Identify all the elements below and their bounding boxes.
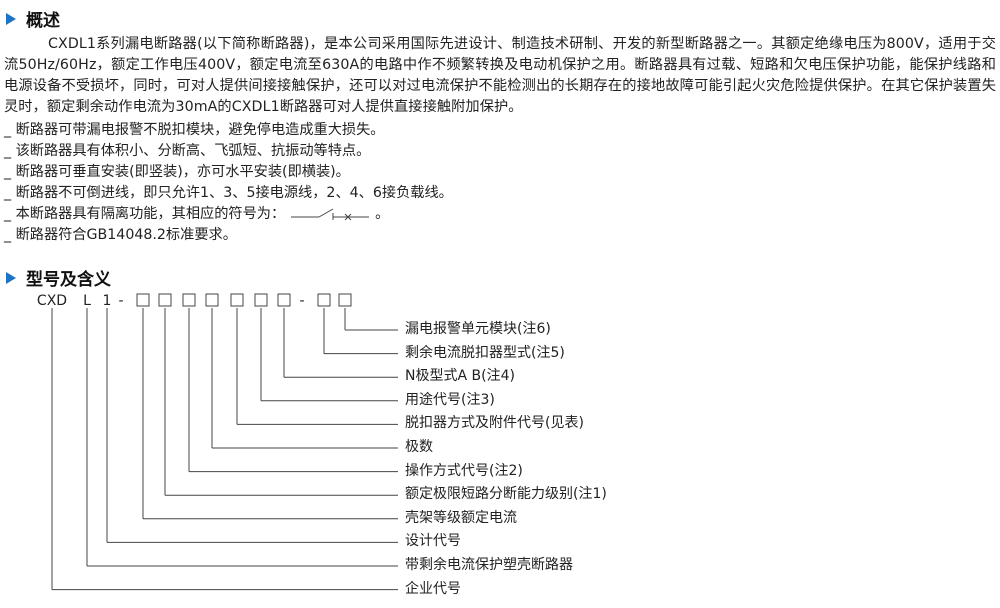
code-placeholder-box bbox=[205, 293, 219, 307]
model-code-label: 壳架等级额定电流 bbox=[405, 509, 517, 526]
model-code-label: 操作方式代号(注2) bbox=[405, 462, 523, 479]
list-item: _ 断路器符合GB14048.2标准要求。 bbox=[4, 227, 237, 243]
isolation-text: _ 本断路器具有隔离功能，其相应的符号为： bbox=[4, 206, 286, 222]
model-code-label: 漏电报警单元模块(注6) bbox=[405, 321, 551, 337]
code-placeholder-box bbox=[230, 293, 244, 307]
isolator-symbol-icon bbox=[291, 208, 370, 221]
section-title-model: 型号及含义 bbox=[26, 270, 111, 290]
triangle-bullet-icon bbox=[6, 271, 16, 284]
code-placeholder-box bbox=[338, 293, 352, 307]
model-code-label: 脱扣器方式及附件代号(见表) bbox=[405, 415, 584, 432]
code-char: 1 bbox=[103, 293, 112, 309]
code-placeholder-box bbox=[136, 293, 150, 307]
triangle-bullet-icon bbox=[6, 12, 16, 25]
code-char: CXD bbox=[37, 293, 67, 309]
model-code-label: 剩余电流脱扣器型式(注5) bbox=[405, 344, 565, 361]
feature-list: _ 断路器可带漏电报警不脱扣模块，避免停电造成重大损失。 _ 该断路器具有体积小… bbox=[4, 120, 453, 246]
model-code-label: 带剩余电流保护塑壳断路器 bbox=[405, 557, 573, 573]
code-placeholder-box bbox=[277, 293, 291, 307]
model-code-label: N极型式A B(注4) bbox=[405, 368, 515, 385]
isolation-suffix: 。 bbox=[375, 206, 390, 222]
section-overview-header: 概述 bbox=[6, 6, 60, 31]
code-placeholder-box bbox=[182, 293, 196, 307]
model-code-label: 设计代号 bbox=[405, 533, 461, 550]
model-code-label: 额定极限短路分断能力级别(注1) bbox=[405, 486, 607, 503]
model-code-label: 企业代号 bbox=[405, 580, 461, 597]
code-char: L bbox=[83, 293, 91, 309]
code-placeholder-box bbox=[317, 293, 331, 307]
section-title-overview: 概述 bbox=[26, 11, 60, 31]
code-placeholder-box bbox=[158, 293, 172, 307]
code-placeholder-box bbox=[254, 293, 268, 307]
list-item: _ 断路器可垂直安装(即竖装)，亦可水平安装(即横装)。 bbox=[4, 164, 350, 180]
list-item: _ 断路器不可倒进线，即只允许1、3、5接电源线，2、4、6接负载线。 bbox=[4, 185, 453, 201]
section-model-header: 型号及含义 bbox=[6, 265, 111, 290]
list-item: _ 该断路器具有体积小、分断高、飞弧短、抗振动等特点。 bbox=[4, 143, 371, 159]
list-item: _ 断路器可带漏电报警不脱扣模块，避免停电造成重大损失。 bbox=[4, 122, 385, 138]
model-code-label: 极数 bbox=[405, 439, 433, 455]
code-char: - bbox=[299, 293, 304, 309]
overview-text: CXDL1系列漏电断路器(以下简称断路器)，是本公司采用国际先进设计、制造技术研… bbox=[4, 36, 996, 115]
code-char: - bbox=[118, 293, 123, 309]
list-item-isolation: _ 本断路器具有隔离功能，其相应的符号为： 。 bbox=[4, 204, 453, 225]
overview-paragraph: CXDL1系列漏电断路器(以下简称断路器)，是本公司采用国际先进设计、制造技术研… bbox=[4, 34, 996, 118]
model-code-label: 用途代号(注3) bbox=[405, 391, 495, 408]
